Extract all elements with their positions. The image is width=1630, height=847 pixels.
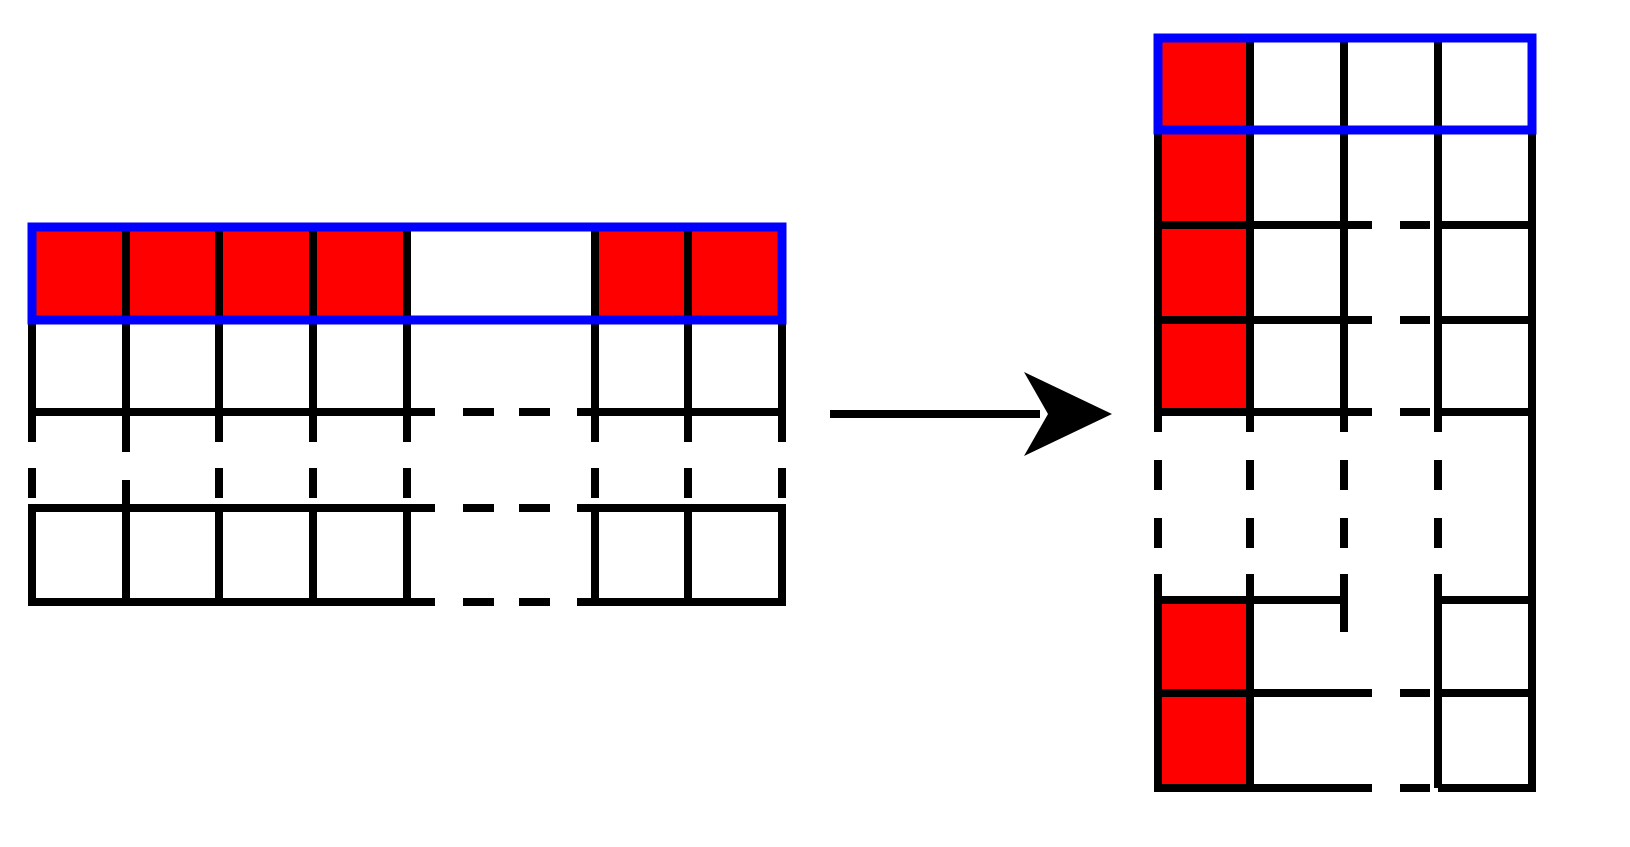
arrow-head [1024,372,1112,456]
filled-cell [688,227,782,320]
left-grid [27,222,787,606]
row-highlight-outline [27,222,787,325]
filled-cell [219,227,313,320]
filled-cell [32,227,126,320]
row-highlight-outline [1153,33,1537,135]
filled-cell [313,227,407,320]
transform-arrow [830,372,1112,456]
right-grid [1153,33,1537,792]
filled-cell [126,227,219,320]
filled-cell [595,227,688,320]
